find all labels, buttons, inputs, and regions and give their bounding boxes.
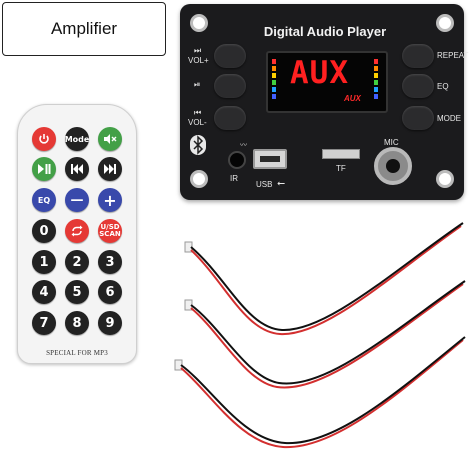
ir-label: IR	[230, 174, 238, 183]
mic-label: MIC	[384, 138, 399, 147]
remote-digit-9-button[interactable]: 9	[98, 311, 122, 335]
remote-mode-button[interactable]: Mode	[65, 127, 89, 151]
cable-2	[184, 280, 466, 389]
remote-control: Mode EQ — + 0 U/SD SCAN 1 2 3 4 5 6 7 8 …	[17, 104, 137, 364]
usb-icon: ⭠	[277, 178, 285, 189]
remote-digit-1-button[interactable]: 1	[32, 250, 56, 274]
remote-power-button[interactable]	[32, 127, 56, 151]
play-pause-icon: ⏯	[194, 80, 201, 89]
mounting-hole-bottom-left	[190, 170, 208, 188]
display-mode-text: AUX	[290, 55, 349, 91]
led-display: AUX AUX	[266, 51, 388, 113]
mic-jack[interactable]	[374, 147, 412, 185]
cables-group	[174, 222, 466, 449]
mounting-hole-bottom-right	[436, 170, 454, 188]
mode-label: MODE	[437, 114, 461, 123]
remote-plus-button[interactable]: +	[98, 188, 122, 212]
remote-minus-button[interactable]: —	[65, 188, 89, 212]
play-pause-button[interactable]	[214, 74, 246, 98]
remote-digit-6-button[interactable]: 6	[98, 280, 122, 304]
vol-up-label: VOL+	[188, 56, 209, 65]
mounting-hole-top-right	[436, 14, 454, 32]
remote-digit-2-button[interactable]: 2	[65, 250, 89, 274]
module-title: Digital Audio Player	[263, 24, 387, 39]
usb-port[interactable]	[253, 149, 287, 169]
remote-caption: SPECIAL FOR MP3	[46, 349, 108, 357]
level-bar	[374, 66, 378, 71]
level-bar	[272, 73, 276, 78]
cable-3	[174, 336, 466, 449]
level-bar	[272, 80, 276, 85]
repeat-button[interactable]	[402, 44, 434, 68]
ir-signal-icon: 〰	[240, 142, 247, 149]
remote-digit-8-button[interactable]: 8	[65, 311, 89, 335]
mute-icon	[104, 134, 117, 144]
remote-digit-3-button[interactable]: 3	[98, 250, 122, 274]
usb-label: USB	[256, 180, 273, 189]
remote-digit-7-button[interactable]: 7	[32, 311, 56, 335]
remote-repeat-button[interactable]	[65, 219, 89, 243]
remote-digit-5-button[interactable]: 5	[65, 280, 89, 304]
level-bar	[272, 66, 276, 71]
remote-digit-4-button[interactable]: 4	[32, 280, 56, 304]
level-bar	[272, 87, 276, 92]
repeat-label: REPEAT	[437, 51, 469, 60]
remote-play-pause-button[interactable]	[32, 157, 56, 181]
level-bar	[374, 94, 378, 99]
next-icon	[104, 164, 116, 174]
vol-up-button[interactable]	[214, 44, 246, 68]
next-icon: ⏭	[194, 46, 202, 55]
power-icon	[39, 134, 49, 144]
level-bar	[272, 94, 276, 99]
remote-next-button[interactable]	[98, 157, 122, 181]
remote-previous-button[interactable]	[65, 157, 89, 181]
tf-card-slot[interactable]	[322, 149, 360, 159]
bluetooth-icon	[190, 135, 206, 155]
remote-eq-button[interactable]: EQ	[32, 188, 56, 212]
previous-icon: ⏮	[194, 108, 202, 117]
vol-down-label: VOL-	[188, 118, 207, 127]
level-bar	[374, 59, 378, 64]
remote-digit-0-button[interactable]: 0	[32, 219, 56, 243]
remote-mute-button[interactable]	[98, 127, 122, 151]
play-pause-icon	[38, 164, 51, 174]
vol-down-button[interactable]	[214, 106, 246, 130]
amplifier-label: Amplifier	[50, 19, 118, 38]
level-bar	[374, 87, 378, 92]
mounting-hole-top-left	[190, 14, 208, 32]
remote-usd-scan-button[interactable]: U/SD SCAN	[98, 219, 122, 243]
mode-button[interactable]	[402, 106, 434, 130]
audio-player-module: Digital Audio Player ⏭ VOL+ ⏯ ⏮ VOL- AUX…	[180, 4, 468, 200]
display-aux-indicator: AUX	[344, 94, 361, 103]
repeat-icon	[71, 225, 83, 237]
level-bar	[374, 80, 378, 85]
eq-button[interactable]	[402, 74, 434, 98]
level-bar	[272, 59, 276, 64]
eq-label: EQ	[437, 82, 449, 91]
tf-label: TF	[336, 164, 346, 173]
ir-sensor	[228, 151, 246, 169]
amplifier-label-box: Amplifier	[2, 2, 166, 56]
previous-icon	[71, 164, 83, 174]
level-bar	[374, 73, 378, 78]
cable-1	[184, 222, 464, 336]
